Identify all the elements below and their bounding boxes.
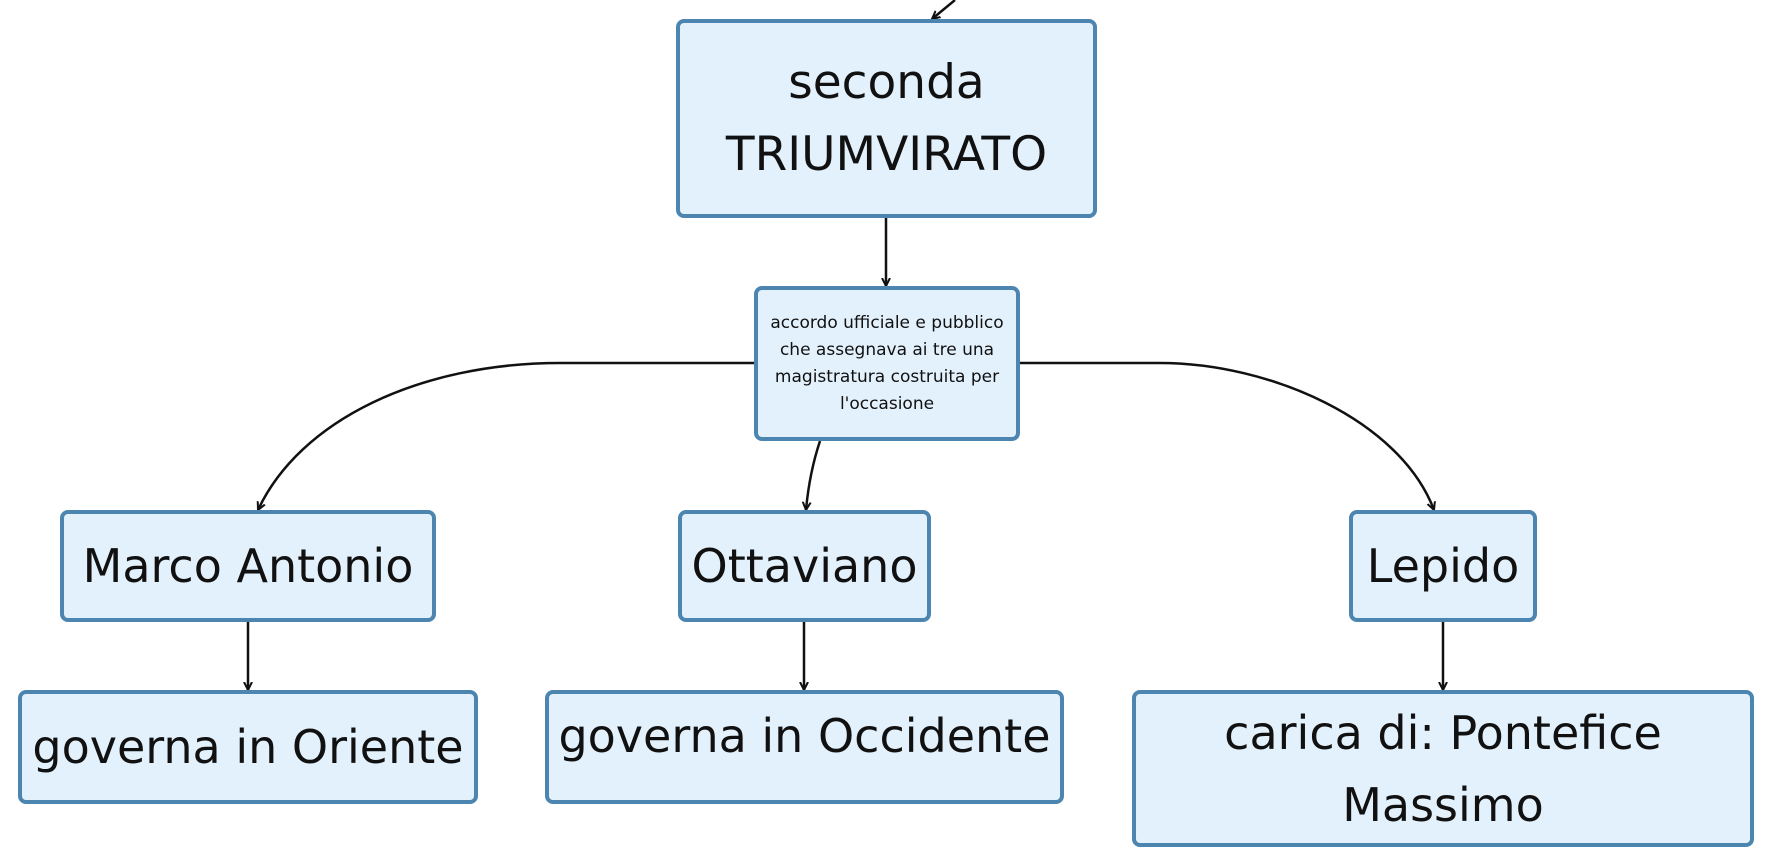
- node-accordo-label: accordo ufficiale e pubblico che assegna…: [770, 312, 1004, 414]
- node-marco-antonio-label: Marco Antonio: [82, 539, 414, 593]
- node-governa-in-oriente[interactable]: governa in Oriente: [18, 690, 478, 804]
- edge-incoming-to-main: [932, 0, 956, 19]
- node-governa-in-occidente[interactable]: governa in Occidente: [545, 690, 1064, 804]
- node-lepido[interactable]: Lepido: [1349, 510, 1537, 622]
- node-seconda-triumvirato-label: seconda TRIUMVIRATO: [725, 54, 1048, 182]
- edge-accordo-to-marco: [258, 361, 754, 510]
- node-ottaviano-label: Ottaviano: [691, 539, 918, 593]
- node-lepido-label: Lepido: [1366, 539, 1520, 593]
- node-seconda-triumvirato[interactable]: seconda TRIUMVIRATO: [676, 19, 1097, 218]
- node-carica-label: carica di: Pontefice Massimo: [1224, 705, 1662, 832]
- node-accordo[interactable]: accordo ufficiale e pubblico che assegna…: [754, 286, 1020, 441]
- node-governa-in-oriente-label: governa in Oriente: [32, 720, 464, 774]
- edge-accordo-to-lepido: [1020, 361, 1434, 510]
- node-ottaviano[interactable]: Ottaviano: [678, 510, 931, 622]
- node-marco-antonio[interactable]: Marco Antonio: [60, 510, 436, 622]
- node-carica-pontefice-massimo[interactable]: carica di: Pontefice Massimo: [1132, 690, 1754, 847]
- edge-accordo-to-ottaviano: [806, 440, 822, 510]
- node-governa-in-occidente-label: governa in Occidente: [558, 709, 1051, 763]
